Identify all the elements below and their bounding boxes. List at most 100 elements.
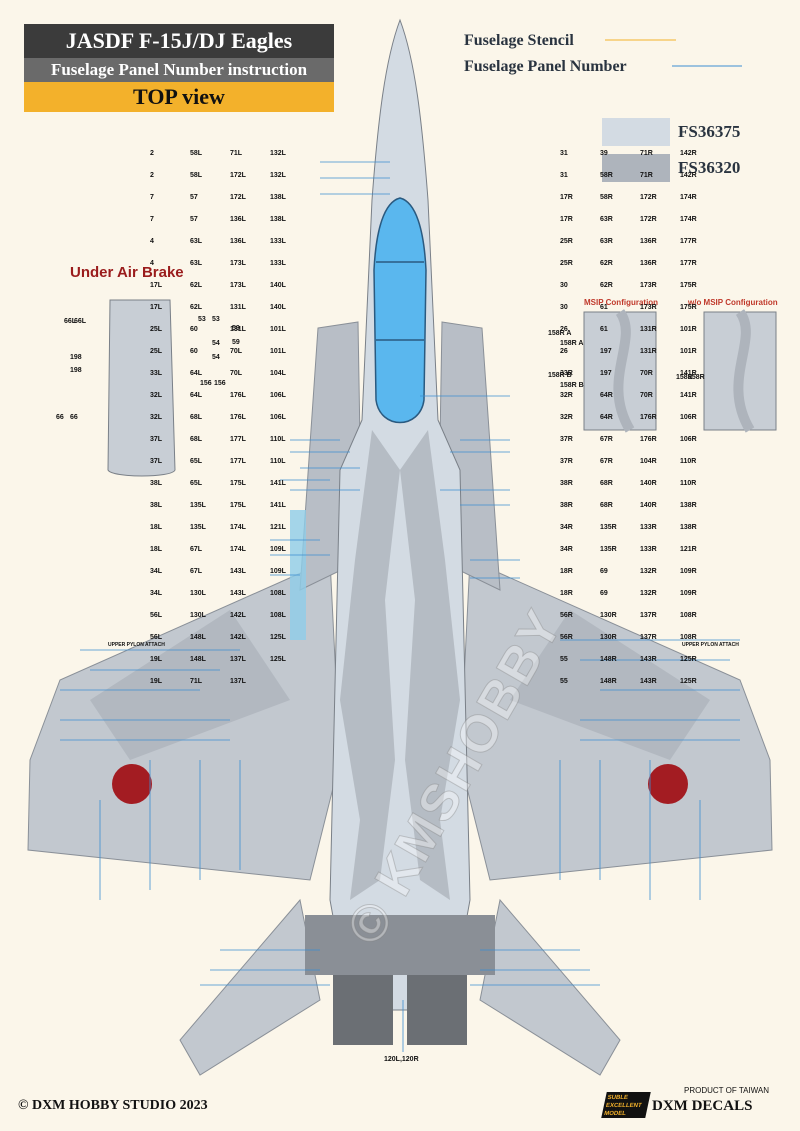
left-panel-number: 32L [150, 392, 163, 399]
right-panel-number: 17R [560, 216, 573, 223]
left-panel-number: 37L [150, 436, 163, 443]
left-panel-number: 56L [150, 634, 163, 641]
left-panel-number: 172L [230, 194, 246, 201]
left-panel-number: 125L [270, 656, 286, 663]
right-panel-number: 62R [600, 282, 613, 289]
right-panel-number: 34R [560, 546, 573, 553]
left-panel-number: 17L [150, 282, 163, 289]
right-panel-number: 110R [680, 458, 697, 465]
swatch-fs36375 [602, 118, 670, 146]
msip-label: 158R B [560, 382, 584, 389]
left-panel-number: 19L [150, 678, 163, 685]
canopy [373, 197, 427, 424]
left-panel-number: 141L [270, 502, 286, 509]
left-panel-number: 130L [190, 612, 206, 619]
left-panel-number: 106L [270, 392, 286, 399]
right-panel-number: 106R [680, 414, 697, 421]
right-panel-number: 176R [640, 436, 657, 443]
left-panel-number: 175L [230, 502, 246, 509]
right-panel-number: 37R [560, 436, 573, 443]
right-panel-number: 138R [680, 524, 697, 531]
right-panel-number: 137R [640, 634, 657, 641]
left-panel-number: 142L [230, 612, 246, 619]
left-panel-number: 63L [190, 238, 203, 245]
right-panel-number: 173R [640, 282, 657, 289]
pylon-note-right: UPPER PYLON ATTACH [682, 642, 739, 648]
left-panel-number: 133L [270, 238, 286, 245]
left-panel-number: 33L [150, 370, 163, 377]
left-panel-number: 121L [270, 524, 286, 531]
ab-label: 59 [232, 325, 240, 332]
right-panel-number: 121R [680, 546, 697, 553]
roundel-right [648, 764, 688, 804]
left-stabilizer [179, 898, 321, 1076]
left-panel-number: 4 [150, 238, 154, 245]
left-panel-number: 131L [230, 326, 246, 333]
left-panel-number: 132L [270, 150, 286, 157]
right-panel-number: 25R [560, 238, 573, 245]
copyright: © DXM HOBBY STUDIO 2023 [18, 1098, 208, 1113]
right-panel-number: 141R [680, 370, 697, 377]
origin-text: PRODUCT OF TAIWAN [684, 1086, 770, 1095]
right-panel-number: 142R [680, 172, 697, 179]
left-panel-number: 57 [190, 216, 198, 223]
left-panel-number: 106L [270, 414, 286, 421]
right-panel-number: 109R [680, 568, 697, 575]
left-panel-number: 137L [230, 678, 246, 685]
ab-label: 66 [56, 414, 64, 421]
left-panel-number: 67L [190, 546, 203, 553]
left-panel-number: 140L [270, 304, 286, 311]
right-stabilizer [479, 898, 621, 1076]
right-panel-number: 148R [600, 678, 617, 685]
msip-title: MSIP Configuration [584, 298, 659, 307]
ab-label: 53 [198, 316, 206, 323]
ab-label: 53 [212, 316, 220, 323]
right-panel-number: 69 [600, 590, 608, 597]
left-panel-number: 56L [150, 612, 163, 619]
left-panel-number: 58L [190, 150, 203, 157]
left-panel-number: 58L [190, 172, 203, 179]
right-panel-number: 108R [680, 634, 697, 641]
title-block: JASDF F-15J/DJ Eagles Fuselage Panel Num… [24, 24, 334, 114]
right-panel-number: 197 [600, 348, 612, 355]
right-panel-number: 67R [600, 458, 613, 465]
right-panel-number: 30 [560, 282, 568, 289]
left-panel-number: 17L [150, 304, 163, 311]
right-panel-number: 18R [560, 568, 573, 575]
left-panel-number: 19L [150, 656, 163, 663]
left-panel-number: 110L [270, 458, 286, 465]
msip-label: 158R A [560, 340, 584, 347]
title-main: JASDF F-15J/DJ Eagles [24, 24, 334, 58]
right-panel-number: 25R [560, 260, 573, 267]
left-panel-number: 135L [190, 524, 206, 531]
left-panel-number: 109L [270, 568, 286, 575]
msip-label: 158R [676, 374, 693, 381]
ab-label: 54 [212, 354, 220, 361]
fuselage-camo [340, 430, 400, 900]
swatch-label-fs36375: FS36375 [678, 122, 741, 141]
left-panel-number: 173L [230, 260, 246, 267]
right-panel-number: 68R [600, 502, 613, 509]
left-panel-number: 135L [190, 502, 206, 509]
right-panel-number: 125R [680, 678, 697, 685]
right-panel-number: 141R [680, 392, 697, 399]
left-panel-number: 32L [150, 414, 163, 421]
right-panel-number: 125R [680, 656, 697, 663]
left-panel-number: 174L [230, 524, 246, 531]
ab-label: 198 [70, 367, 82, 374]
left-wing-dark [90, 610, 290, 760]
canopy-frame [376, 261, 424, 341]
left-panel-number: 131L [230, 304, 246, 311]
right-panel-number: 176R [640, 414, 657, 421]
left-panel-number: 175L [230, 480, 246, 487]
leader-lines [60, 161, 740, 1052]
brand-name: DXM DECALS [652, 1098, 753, 1114]
right-panel-number: 18R [560, 590, 573, 597]
left-panel-number: 125L [270, 634, 286, 641]
msip-label: 158R A [548, 330, 572, 337]
left-panel-number: 138L [270, 216, 286, 223]
left-panel-number: 34L [150, 568, 163, 575]
right-panel-number: 133R [640, 546, 657, 553]
left-panel-number: 101L [270, 326, 286, 333]
left-panel-number: 18L [150, 546, 163, 553]
